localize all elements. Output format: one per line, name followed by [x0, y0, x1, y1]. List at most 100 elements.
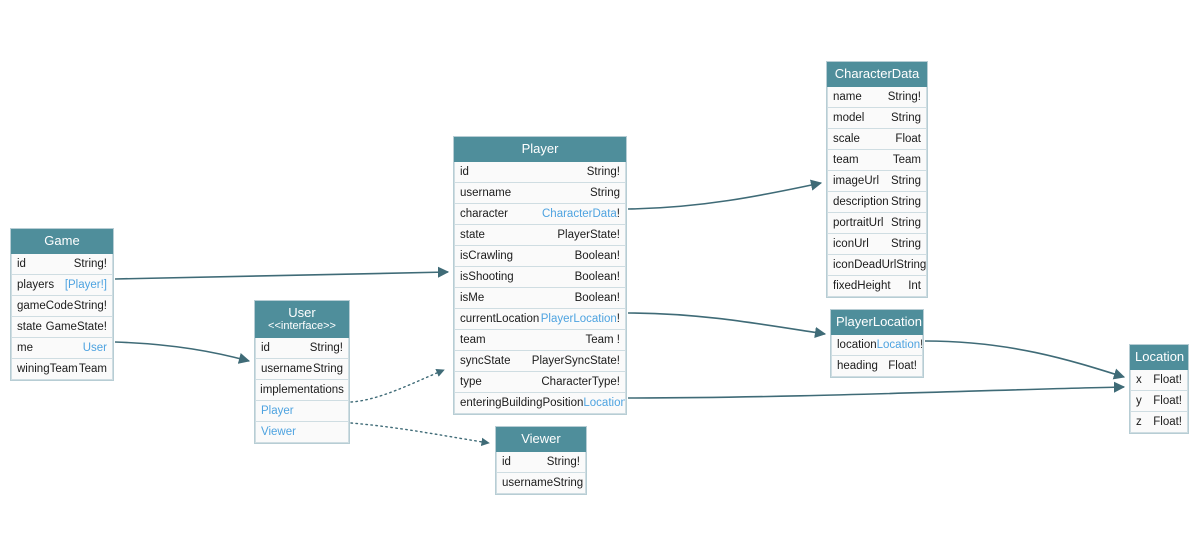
field-name: Viewer [261, 426, 296, 438]
entity-title: Player [521, 141, 559, 156]
field-name: currentLocation [460, 313, 540, 325]
edge-user-implements-player [350, 368, 445, 403]
field-type: String [896, 259, 927, 271]
field-type[interactable]: Location [583, 397, 626, 409]
field-type: Float [895, 133, 921, 145]
field-type: String [890, 217, 921, 229]
field-name: id [460, 166, 469, 178]
field-type: Float! [1153, 416, 1182, 428]
field-type: Team [892, 154, 921, 166]
field-row[interactable]: implementations [255, 380, 349, 401]
field-type: CharacterType! [541, 376, 620, 388]
field-type: Team ! [585, 334, 620, 346]
field-name: description [833, 196, 889, 208]
edge-player-currentlocation-playerlocation [627, 312, 827, 339]
field-name: heading [837, 360, 878, 372]
field-type: String! [73, 300, 107, 312]
edge-playerlocation-location-location [924, 340, 1126, 380]
field-type: Int [908, 280, 921, 292]
field-name: id [502, 456, 511, 468]
field-row[interactable]: Player [255, 401, 349, 422]
field-type: String [890, 238, 921, 250]
field-row[interactable]: iconUrl String [827, 234, 927, 255]
edge-game-players-player [114, 266, 450, 280]
field-name: id [17, 258, 26, 270]
entity-header-location: Location [1130, 345, 1188, 370]
entity-playerlocation[interactable]: PlayerLocationlocationLocation!headingFl… [830, 309, 924, 378]
field-name: Player [261, 405, 294, 417]
field-type[interactable]: Location! [876, 339, 922, 351]
field-type[interactable]: User [82, 342, 107, 354]
edge-player-enteringbuildingposition-location [627, 381, 1126, 399]
field-row[interactable]: Viewer [255, 422, 349, 443]
field-type: Boolean! [574, 250, 620, 262]
field-name: username [502, 477, 554, 489]
field-type[interactable]: CharacterData! [542, 208, 620, 220]
entity-header-player: Player [454, 137, 626, 162]
field-type: String [890, 196, 921, 208]
entity-title: Location [1135, 349, 1185, 364]
field-type[interactable]: PlayerLocation! [540, 313, 620, 325]
field-row[interactable]: z Float! [1130, 412, 1188, 433]
field-name: username [460, 187, 512, 199]
field-name: z [1136, 416, 1142, 428]
field-row[interactable]: players[Player!] [11, 275, 113, 296]
field-name: syncState [460, 355, 511, 367]
entity-stereotype: <<interface>> [268, 320, 336, 332]
field-name: isShooting [460, 271, 514, 283]
entity-title: CharacterData [834, 66, 920, 81]
field-name: iconUrl [833, 238, 869, 250]
field-name: username [261, 363, 313, 375]
field-name: location [837, 339, 877, 351]
field-name: state [17, 321, 42, 333]
edge-user-implements-viewer [350, 422, 490, 447]
field-name: team [460, 334, 486, 346]
field-row[interactable]: team Team ! [454, 330, 626, 351]
field-name: iconDeadUrl [833, 259, 897, 271]
field-type[interactable]: [Player!] [64, 279, 107, 291]
field-type: String! [887, 91, 921, 103]
field-name: winingTeam [17, 363, 78, 375]
entity-title: User [288, 305, 316, 320]
